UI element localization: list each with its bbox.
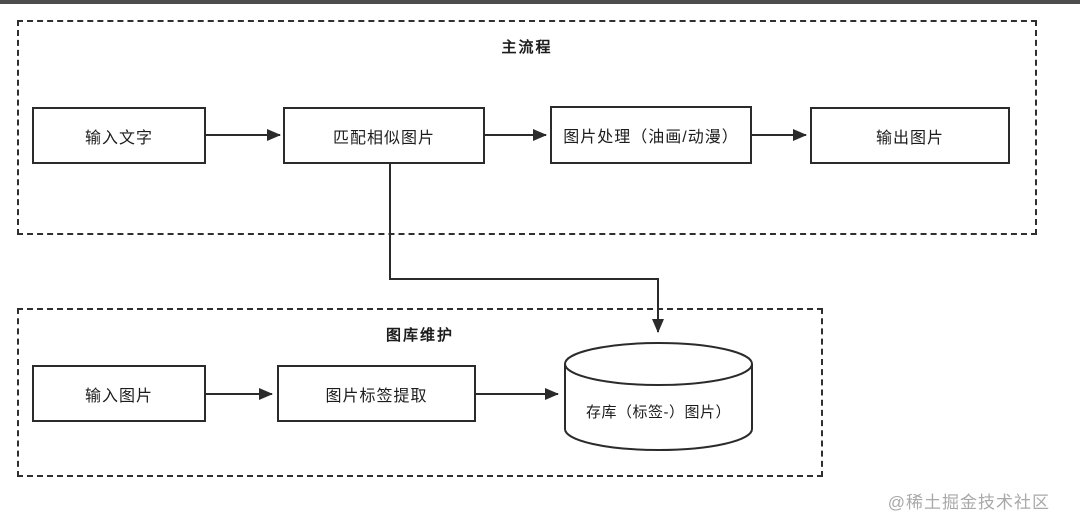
node-image-tag-extraction: 图片标签提取 <box>277 365 476 422</box>
node-input-text: 输入文字 <box>32 107 206 164</box>
node-output-image: 输出图片 <box>810 107 1010 164</box>
node-input-image: 输入图片 <box>32 365 206 422</box>
node-match-similar-images: 匹配相似图片 <box>283 107 485 164</box>
gallery-flow-title: 图库维护 <box>385 327 454 344</box>
top-border-bar <box>0 0 1080 4</box>
database-label: 存库（标签-）图片） <box>586 404 731 421</box>
node-image-processing: 图片处理（油画/动漫） <box>550 106 752 164</box>
watermark-text: @稀土掘金技术社区 <box>887 493 1050 512</box>
main-flow-title: 主流程 <box>501 39 553 56</box>
